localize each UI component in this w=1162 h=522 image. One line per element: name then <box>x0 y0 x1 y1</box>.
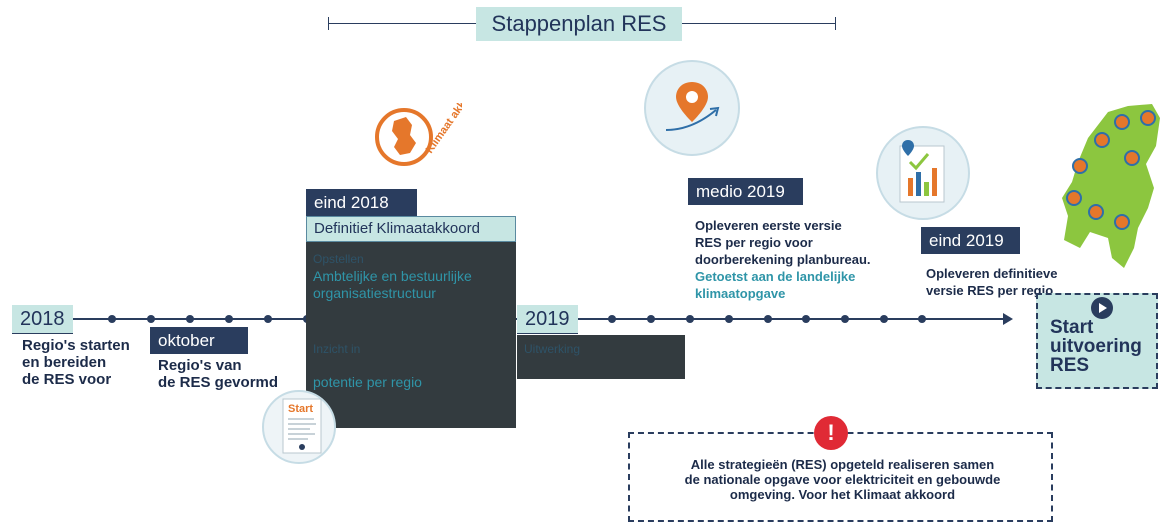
milestone-eind-2019-text: Opleveren definitieve versie RES per reg… <box>926 266 1058 298</box>
timeline-dot <box>686 315 694 323</box>
timeline-dot <box>918 315 926 323</box>
year-2019-panel <box>517 335 685 379</box>
title-line-left <box>328 23 476 24</box>
timeline-dot <box>764 315 772 323</box>
eind-2018-panel <box>306 216 516 428</box>
timeline-dot <box>225 315 233 323</box>
timeline-arrow-icon <box>1003 313 1013 325</box>
report-chart-icon <box>899 140 945 203</box>
milestone-medio-2019-text: Opleveren eerste versie RES per regio vo… <box>695 218 871 301</box>
title-line-right <box>682 23 835 24</box>
timeline-dot <box>802 315 810 323</box>
location-pin-icon <box>665 82 720 131</box>
timeline-dot <box>108 315 116 323</box>
milestone-2018-text: Regio's starten en bereiden de RES voor <box>22 337 130 388</box>
timeline-dot <box>880 315 888 323</box>
play-icon <box>1091 297 1113 319</box>
start-uitvoering-text: Start uitvoering RES <box>1050 317 1142 376</box>
timeline-dot <box>264 315 272 323</box>
timeline-dot <box>841 315 849 323</box>
netherlands-map-icon <box>1062 104 1160 268</box>
klimaatakkoord-logo: Klimaat akkoord <box>375 103 462 166</box>
warning-text: Alle strategieën (RES) opgeteld realiser… <box>684 457 1001 502</box>
report-chart-circle <box>876 126 970 220</box>
eind-2018-line: potentie per regio <box>313 374 422 390</box>
oktober-tag: oktober <box>150 327 248 354</box>
ghost-label: Inzicht in <box>313 342 361 356</box>
eind-2018-tag: eind 2018 <box>306 189 417 216</box>
start-uitvoering-box <box>1036 293 1158 389</box>
diagram-title: Stappenplan RES <box>476 7 682 41</box>
timeline-dot <box>647 315 655 323</box>
start-document-icon: Start <box>282 398 322 454</box>
klimaatakkoord-header: Definitief Klimaatakkoord <box>306 216 516 242</box>
ghost-label: Uitwerking <box>524 342 581 356</box>
eind-2019-tag: eind 2019 <box>921 227 1020 254</box>
timeline-dot <box>186 315 194 323</box>
timeline-dot <box>725 315 733 323</box>
title-cap-left <box>328 17 329 30</box>
warning-icon: ! <box>814 416 848 450</box>
medio-2019-tag: medio 2019 <box>688 178 803 205</box>
year-2018-tag: 2018 <box>12 305 73 334</box>
svg-text:Start: Start <box>288 403 313 415</box>
eind-2018-line: Ambtelijke en bestuurlijke organisatiest… <box>313 268 472 301</box>
timeline-dot <box>608 315 616 323</box>
year-2019-tag: 2019 <box>517 305 578 334</box>
milestone-oktober-text: Regio's van de RES gevormd <box>158 357 279 391</box>
title-cap-right <box>835 17 836 30</box>
timeline-dot <box>147 315 155 323</box>
ghost-label: Opstellen <box>313 252 364 266</box>
